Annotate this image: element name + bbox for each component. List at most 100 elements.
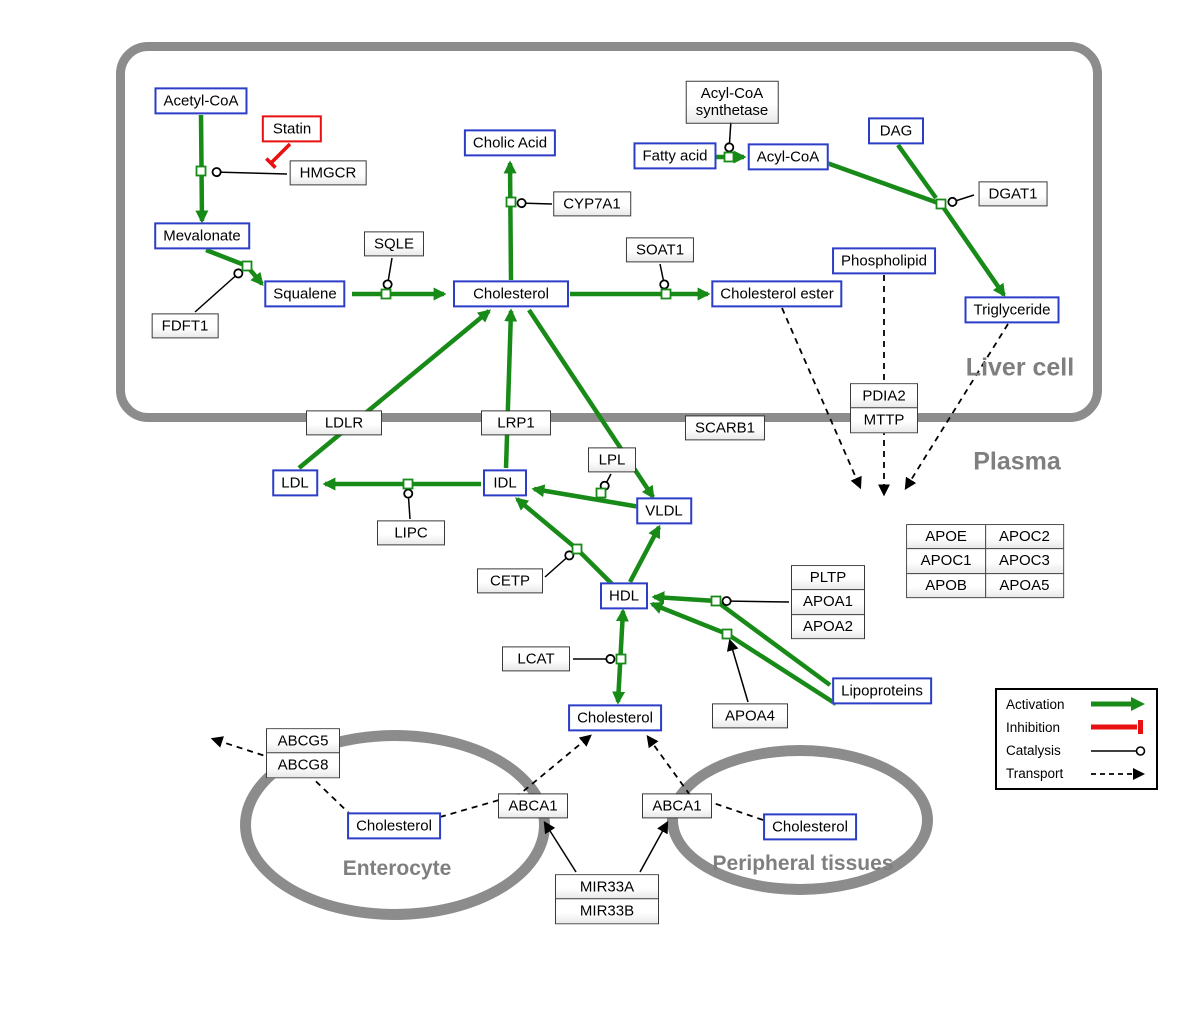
reaction-node-11 — [710, 595, 722, 607]
edge-hmgcr-catalysis — [211, 167, 288, 178]
node-cholic-acid[interactable]: Cholic Acid — [463, 129, 557, 157]
node-cholesterol-plasma[interactable]: Cholesterol — [568, 704, 662, 732]
edge-mir33-abca1-left — [543, 820, 577, 873]
edge-pltp-apoa-catalysis — [721, 596, 790, 607]
node-acyl-coa[interactable]: Acyl-CoA — [747, 143, 829, 171]
node-ldlr[interactable]: LDLR — [306, 410, 382, 436]
node-cetp[interactable]: CETP — [477, 568, 543, 594]
node-hdl[interactable]: HDL — [599, 582, 649, 610]
node-apo-table-cell-1-1[interactable]: APOC3 — [985, 548, 1063, 573]
node-cholesterol-ester[interactable]: Cholesterol ester — [711, 280, 843, 308]
node-apo-table-cell-0-1[interactable]: APOC2 — [985, 525, 1063, 549]
legend-label-catalysis: Catalysis — [1006, 743, 1061, 759]
peripheral-tissues-label: Peripheral tissues — [712, 852, 894, 875]
node-dgat1[interactable]: DGAT1 — [978, 181, 1048, 207]
node-abcg5-abcg8-row-1[interactable]: ABCG8 — [267, 752, 339, 777]
node-pltp-apoa1-apoa2-row-1[interactable]: APOA1 — [792, 589, 864, 614]
node-lipc[interactable]: LIPC — [377, 520, 445, 546]
liver-cell-label: Liver cell — [965, 353, 1075, 382]
edge-acs-catalysis — [724, 119, 735, 153]
node-pdia2-mttp-row-1[interactable]: MTTP — [851, 407, 917, 432]
node-squalene[interactable]: Squalene — [264, 280, 346, 308]
reaction-node-4 — [660, 288, 672, 300]
legend-label-activation: Activation — [1006, 696, 1065, 712]
reaction-node-1 — [241, 260, 253, 272]
node-mevalonate[interactable]: Mevalonate — [154, 222, 250, 250]
inhibition-bar-icon — [1091, 720, 1143, 735]
edge-sqle-catalysis — [382, 257, 393, 290]
node-apo-table-cell-0-0[interactable]: APOE — [907, 525, 985, 549]
edge-mir33-abca1-right — [639, 820, 669, 873]
node-mir33a-mir33b-row-1[interactable]: MIR33B — [556, 898, 658, 923]
edge-apoa4-arrow — [726, 638, 749, 703]
node-pdia2-mttp-row-0[interactable]: PDIA2 — [851, 384, 917, 408]
node-cyp7a1[interactable]: CYP7A1 — [553, 191, 631, 217]
node-lpl[interactable]: LPL — [588, 447, 636, 473]
node-phospholipid[interactable]: Phospholipid — [832, 247, 936, 275]
peripheral-tissues-membrane — [667, 745, 933, 895]
edge-cetp-catalysis — [544, 550, 575, 578]
edge-vldl-idl — [531, 484, 641, 510]
reaction-node-0 — [195, 165, 207, 177]
node-pltp-apoa1-apoa2-row-2[interactable]: APOA2 — [792, 613, 864, 638]
node-dag[interactable]: DAG — [868, 117, 924, 145]
node-idl[interactable]: IDL — [483, 469, 527, 497]
node-apoa4[interactable]: APOA4 — [712, 703, 788, 729]
node-fatty-acid[interactable]: Fatty acid — [633, 142, 717, 170]
node-lcat[interactable]: LCAT — [502, 646, 570, 672]
plasma-label: Plasma — [973, 447, 1061, 476]
node-sqle[interactable]: SQLE — [363, 231, 425, 257]
node-cholesterol-peripheral[interactable]: Cholesterol — [763, 813, 857, 841]
edge-lipc-catalysis — [403, 488, 414, 520]
node-acetyl-coa[interactable]: Acetyl-CoA — [154, 87, 248, 115]
node-fdft1[interactable]: FDFT1 — [151, 313, 219, 339]
node-abcg5-abcg8-row-0[interactable]: ABCG5 — [267, 729, 339, 753]
node-acyl-coa-synthetase[interactable]: Acyl-CoA synthetase — [685, 80, 779, 124]
edge-hdl-vldl — [628, 524, 661, 584]
node-mir33a-mir33b-row-0[interactable]: MIR33A — [556, 875, 658, 899]
transport-dashed-arrow-icon — [1091, 767, 1145, 780]
node-vldl[interactable]: VLDL — [636, 497, 692, 525]
node-cholesterol-liver[interactable]: Cholesterol — [453, 280, 569, 308]
node-ldl[interactable]: LDL — [272, 469, 318, 497]
node-cholesterol-enterocyte[interactable]: Cholesterol — [347, 812, 441, 840]
node-hmgcr[interactable]: HMGCR — [289, 160, 367, 186]
reaction-node-2 — [380, 288, 392, 300]
catalysis-circle-icon — [1091, 745, 1146, 756]
edge-cholesterylester-secretion — [781, 307, 862, 490]
edge-soat1-catalysis — [659, 263, 670, 290]
legend-row-inhibition: Inhibition — [1006, 719, 1147, 735]
node-pltp-apoa1-apoa2-row-0[interactable]: PLTP — [792, 566, 864, 590]
edge-acylcoa-triglyceride — [826, 160, 1006, 298]
node-lipoproteins[interactable]: Lipoproteins — [832, 677, 932, 705]
reaction-node-12 — [721, 628, 733, 640]
node-scarb1[interactable]: SCARB1 — [684, 415, 766, 441]
reaction-node-8 — [595, 487, 607, 499]
node-apo-table-cell-1-0[interactable]: APOC1 — [907, 548, 985, 573]
node-statin[interactable]: Statin — [261, 115, 323, 143]
node-abca1-peripheral[interactable]: ABCA1 — [642, 793, 712, 819]
edge-idl-uptake — [503, 308, 518, 469]
legend-row-activation: Activation — [1006, 696, 1147, 712]
reaction-node-10 — [615, 653, 627, 665]
node-triglyceride[interactable]: Triglyceride — [964, 296, 1060, 324]
legend-row-transport: Transport — [1006, 766, 1147, 782]
node-lrp1[interactable]: LRP1 — [481, 410, 551, 436]
edge-ldl-uptake — [297, 309, 492, 470]
reaction-node-5 — [723, 151, 735, 163]
legend-label-transport: Transport — [1006, 766, 1064, 782]
legend-row-catalysis: Catalysis — [1006, 743, 1147, 759]
edge-enterocyte-cholesterol-efflux — [439, 734, 592, 818]
node-soat1[interactable]: SOAT1 — [625, 237, 695, 263]
node-apo-table-cell-2-1[interactable]: APOA5 — [985, 572, 1063, 597]
node-apo-table-cell-2-0[interactable]: APOB — [907, 572, 985, 597]
node-abca1-enterocyte[interactable]: ABCA1 — [498, 793, 568, 819]
reaction-node-3 — [505, 196, 517, 208]
reaction-node-6 — [935, 198, 947, 210]
